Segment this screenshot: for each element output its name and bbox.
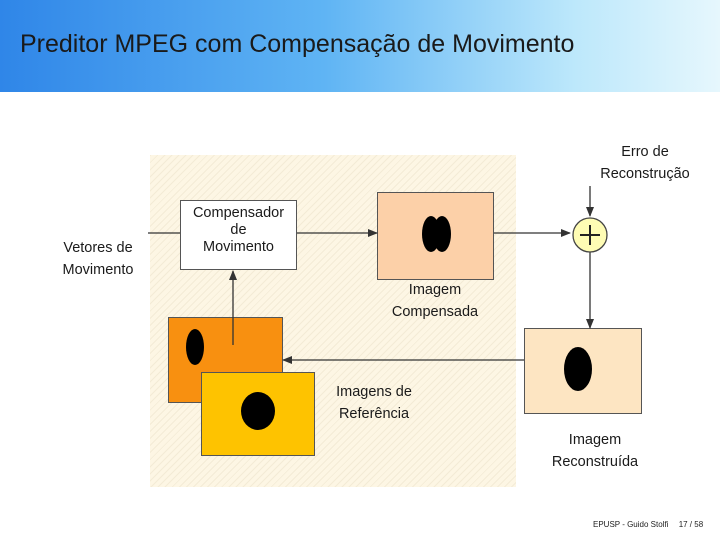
motion-vectors-label: Vetores de Movimento <box>48 237 148 281</box>
reconstructed-line-2: Reconstruída <box>551 454 639 470</box>
footer-author: EPUSP - Guido Stolfi <box>593 520 669 529</box>
error-line-2: Reconstrução <box>600 166 690 182</box>
reference-back-blob <box>186 329 204 365</box>
error-line-1: Erro de <box>621 144 669 160</box>
title-bar: Preditor MPEG com Compensação de Movimen… <box>0 0 720 92</box>
compensated-line-1: Imagem <box>408 282 462 298</box>
compensator-line-3: Movimento <box>203 239 274 255</box>
compensated-image-label: Imagem Compensada <box>375 279 495 323</box>
reconstruction-error-label: Erro de Reconstrução <box>580 141 710 185</box>
reconstructed-image-label: Imagem Reconstruída <box>535 429 655 473</box>
footer-page: 17 / 58 <box>678 520 704 529</box>
vectors-line-1: Vetores de <box>63 240 133 256</box>
reconstructed-blob <box>564 347 592 391</box>
vectors-line-2: Movimento <box>62 262 134 278</box>
slide-footer: EPUSP - Guido Stolfi 17 / 58 <box>593 520 703 529</box>
compensator-line-2: de <box>230 222 247 238</box>
slide-title: Preditor MPEG com Compensação de Movimen… <box>20 30 575 58</box>
reference-images-label: Imagens de Referência <box>314 381 434 425</box>
compensator-line-1: Compensador <box>192 205 285 221</box>
compensated-blob-right <box>433 216 451 252</box>
compensated-line-2: Compensada <box>391 304 479 320</box>
reference-line-1: Imagens de <box>336 384 412 400</box>
reference-line-2: Referência <box>338 406 410 422</box>
reconstructed-line-1: Imagem <box>568 432 622 448</box>
motion-compensator-label: Compensador de Movimento <box>180 202 297 258</box>
motion-compensator-box <box>180 200 297 270</box>
reference-front-blob <box>241 392 275 430</box>
